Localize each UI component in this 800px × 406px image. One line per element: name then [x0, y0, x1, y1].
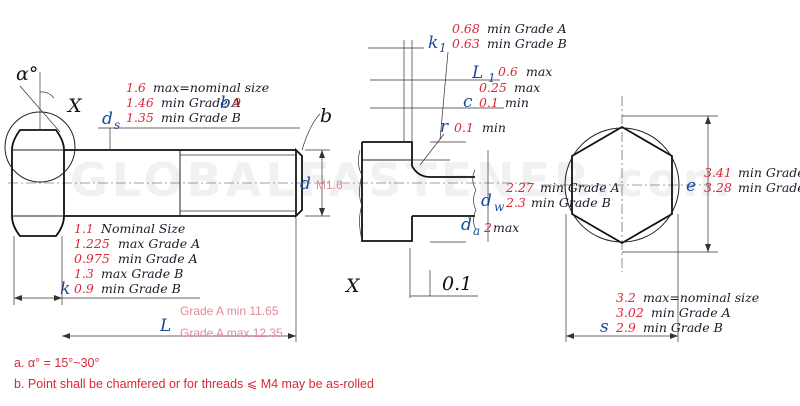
k-minB-value: 0.9 — [74, 281, 94, 296]
e-minB-value: 3.28 — [704, 180, 732, 195]
note-point: b. Point shall be chamfered or for threa… — [14, 377, 374, 391]
watermark-text: GLOBALFASTENER.com — [70, 153, 735, 207]
e-minB-text: min Grade B — [738, 180, 800, 195]
k-minB-text: min Grade B — [101, 281, 181, 296]
hex-bearing-circle — [564, 127, 680, 243]
ds-subscript: s — [114, 118, 120, 132]
s-minA-text: min Grade A — [651, 305, 731, 320]
d-dim-arrows — [319, 150, 325, 216]
k1-symbol: k — [428, 33, 438, 53]
dw-subscript: w — [494, 200, 505, 214]
s-symbol: s — [600, 317, 609, 337]
r-symbol: r — [440, 117, 449, 137]
k-maxB-text: max Grade B — [101, 266, 183, 281]
L1-max2-value: 0.25 — [479, 80, 507, 95]
s-max-text: max=nominal size — [643, 290, 759, 305]
detail-break-left — [358, 149, 363, 241]
bolt-head-outline — [11, 129, 65, 237]
d-symbol: d — [300, 174, 311, 194]
bolt-hex-view: e 3.41 min Grade A 3.28 min Grade B 3.2 … — [542, 96, 800, 342]
da-subscript: a — [473, 224, 480, 238]
k-nominal-text: Nominal Size — [100, 221, 185, 236]
r-min-text: min — [482, 120, 506, 135]
bolt-side-view: α° X b d s 1.6 max=nominal size 1.46 min… — [4, 63, 343, 342]
k-symbol: k — [60, 279, 70, 299]
e-minA-text: min Grade A — [738, 165, 800, 180]
k-maxA-value: 1.225 — [74, 236, 110, 251]
k1-minB-value: 0.63 — [452, 36, 480, 51]
da-max-value: 2 — [483, 220, 492, 235]
L1-symbol: L — [471, 63, 483, 83]
ds-minA-value: 1.46 — [126, 95, 154, 110]
k-minA-text: min Grade A — [118, 251, 198, 266]
b-leader — [301, 113, 321, 151]
angle-ext-slope — [19, 85, 61, 133]
b-note-label: b — [320, 105, 332, 127]
s-minA-value: 3.02 — [616, 305, 644, 320]
da-symbol: d — [461, 215, 472, 235]
e-symbol: e — [686, 176, 696, 196]
c-min-text: min — [505, 95, 529, 110]
dw-minB-text: min Grade B — [531, 195, 611, 210]
runout-value: 0.1 — [442, 273, 472, 295]
da-max-text: max — [493, 220, 519, 235]
L1-subscript: 1 — [488, 71, 496, 85]
L1-max1-value: 0.6 — [498, 64, 518, 79]
angle-label: α° — [16, 63, 38, 85]
s-max-value: 3.2 — [616, 290, 636, 305]
c-symbol: c — [463, 92, 473, 112]
angle-arc — [39, 91, 55, 99]
L-gradeA-min: Grade A min 11.65 — [180, 304, 279, 318]
k-maxB-value: 1.3 — [74, 266, 94, 281]
e-minA-value: 3.41 — [704, 165, 732, 180]
ds-minB-text: min Grade B — [161, 110, 241, 125]
k-minA-value: 0.975 — [74, 251, 110, 266]
r-min-value: 0.1 — [454, 120, 474, 135]
detail-shank-top — [411, 165, 475, 178]
L-symbol: L — [159, 316, 171, 336]
k1-minA-value: 0.68 — [452, 21, 480, 36]
ds-minA-text: min Grade A — [161, 95, 241, 110]
c-min-value: 0.1 — [479, 95, 499, 110]
k-maxA-text: max Grade A — [118, 236, 200, 251]
dw-minA-text: min Grade A — [540, 180, 620, 195]
s-minB-value: 2.9 — [615, 320, 636, 335]
bolt-detail-view: k 1 0.68 min Grade A 0.63 min Grade B L … — [340, 21, 620, 298]
detail-view-x-label: X — [344, 275, 361, 297]
ds-symbol: d — [102, 109, 113, 129]
dw-minB-value: 2.3 — [505, 195, 526, 210]
k1-subscript: 1 — [439, 41, 447, 55]
L-gradeA-max: Grade A max 12.35 — [180, 326, 283, 340]
dw-symbol: d — [481, 191, 492, 211]
d-value: M1.6 — [316, 178, 343, 192]
ds-max-value: 1.6 — [126, 80, 146, 95]
detail-x-label: X — [66, 95, 83, 117]
k1-leader — [439, 51, 449, 141]
dw-minA-value: 2.27 — [505, 180, 534, 195]
L1-max2-text: max — [514, 80, 540, 95]
ds-minB-value: 1.35 — [126, 110, 154, 125]
s-minB-text: min Grade B — [643, 320, 723, 335]
b-dim-symbol: b — [220, 93, 231, 113]
detail-head-lower — [361, 142, 413, 242]
b-dim-value: 9 — [233, 95, 241, 110]
L1-max1-text: max — [526, 64, 552, 79]
k1-minB-text: min Grade B — [487, 36, 567, 51]
hex-outline — [571, 125, 673, 245]
k1-minA-text: min Grade A — [487, 21, 567, 36]
detail-break-right — [472, 169, 477, 231]
ds-max-text: max=nominal size — [153, 80, 269, 95]
note-angle: a. α° = 15°~30° — [14, 356, 100, 370]
k-nominal-value: 1.1 — [74, 221, 94, 236]
